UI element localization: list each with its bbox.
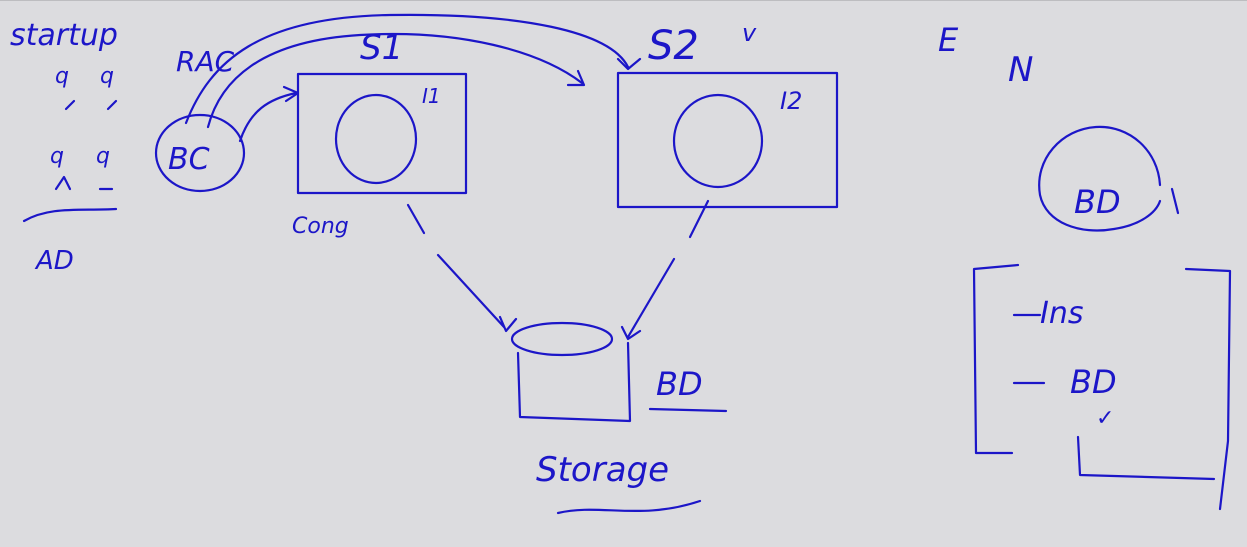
- i1-label: I1: [422, 84, 441, 108]
- right-bd-tick: [1170, 187, 1180, 215]
- s2-to-storage-arrowhead: [620, 325, 642, 341]
- s2-mark: v: [742, 19, 757, 47]
- startup-q2: q: [100, 64, 114, 89]
- storage-label: Storage: [536, 450, 669, 490]
- s2-to-storage-dash-1: [688, 199, 710, 239]
- startup-label: startup: [10, 18, 118, 53]
- storage-bd-underline: [648, 407, 728, 413]
- startup-q4: q: [96, 144, 110, 169]
- s2-label: S2: [648, 23, 699, 69]
- s1-instance-circle: [334, 93, 418, 185]
- right-bd-label: BD: [1074, 183, 1121, 221]
- list-bd-check: ✓: [1096, 406, 1114, 431]
- list-inner-bracket: [1076, 435, 1216, 481]
- bc-to-s2-arrowhead-outer: [616, 57, 642, 71]
- bc-to-s2-arrowhead-inner: [566, 69, 586, 87]
- bc-label: BC: [168, 142, 210, 177]
- bc-to-s1-arrow: [238, 91, 298, 143]
- i2-label: I2: [780, 87, 802, 115]
- s2-to-storage-dash-2: [626, 257, 676, 339]
- bc-to-s2-arc-outer: [184, 13, 630, 125]
- startup-q3: q: [50, 144, 64, 169]
- storage-underline: [556, 499, 702, 515]
- s2-instance-circle: [672, 93, 764, 189]
- e-label: E: [938, 21, 959, 59]
- startup-arrow-2: [106, 99, 118, 111]
- list-bracket-left: [972, 263, 1020, 455]
- s1-to-storage-arrowhead: [498, 315, 518, 333]
- s1-label: S1: [360, 28, 403, 68]
- n-label: N: [1008, 50, 1033, 90]
- s1-to-storage-dash-1: [406, 203, 426, 235]
- bc-circle: [154, 113, 246, 193]
- startup-q1: q: [55, 64, 69, 89]
- startup-arrow-1: [64, 99, 76, 111]
- cong-label: Cong: [292, 214, 349, 239]
- s1-to-storage-dash-2: [436, 253, 506, 329]
- startup-up-1: [54, 175, 72, 191]
- list-ins-label: Ins: [1040, 296, 1084, 331]
- ad-label: AD: [34, 246, 74, 276]
- storage-cylinder-body: [516, 341, 632, 423]
- storage-bd-label: BD: [656, 365, 703, 403]
- list-bracket-right: [1184, 267, 1232, 511]
- bc-to-s2-arc-inner: [206, 32, 584, 129]
- list-bd-label: BD: [1070, 363, 1117, 401]
- s1-server-box: [296, 72, 468, 195]
- right-bd-circle: [1038, 125, 1162, 232]
- storage-cylinder-top: [510, 321, 614, 357]
- rac-label: RAC: [176, 45, 235, 78]
- startup-underline: [22, 207, 118, 223]
- s2-server-box: [616, 71, 839, 209]
